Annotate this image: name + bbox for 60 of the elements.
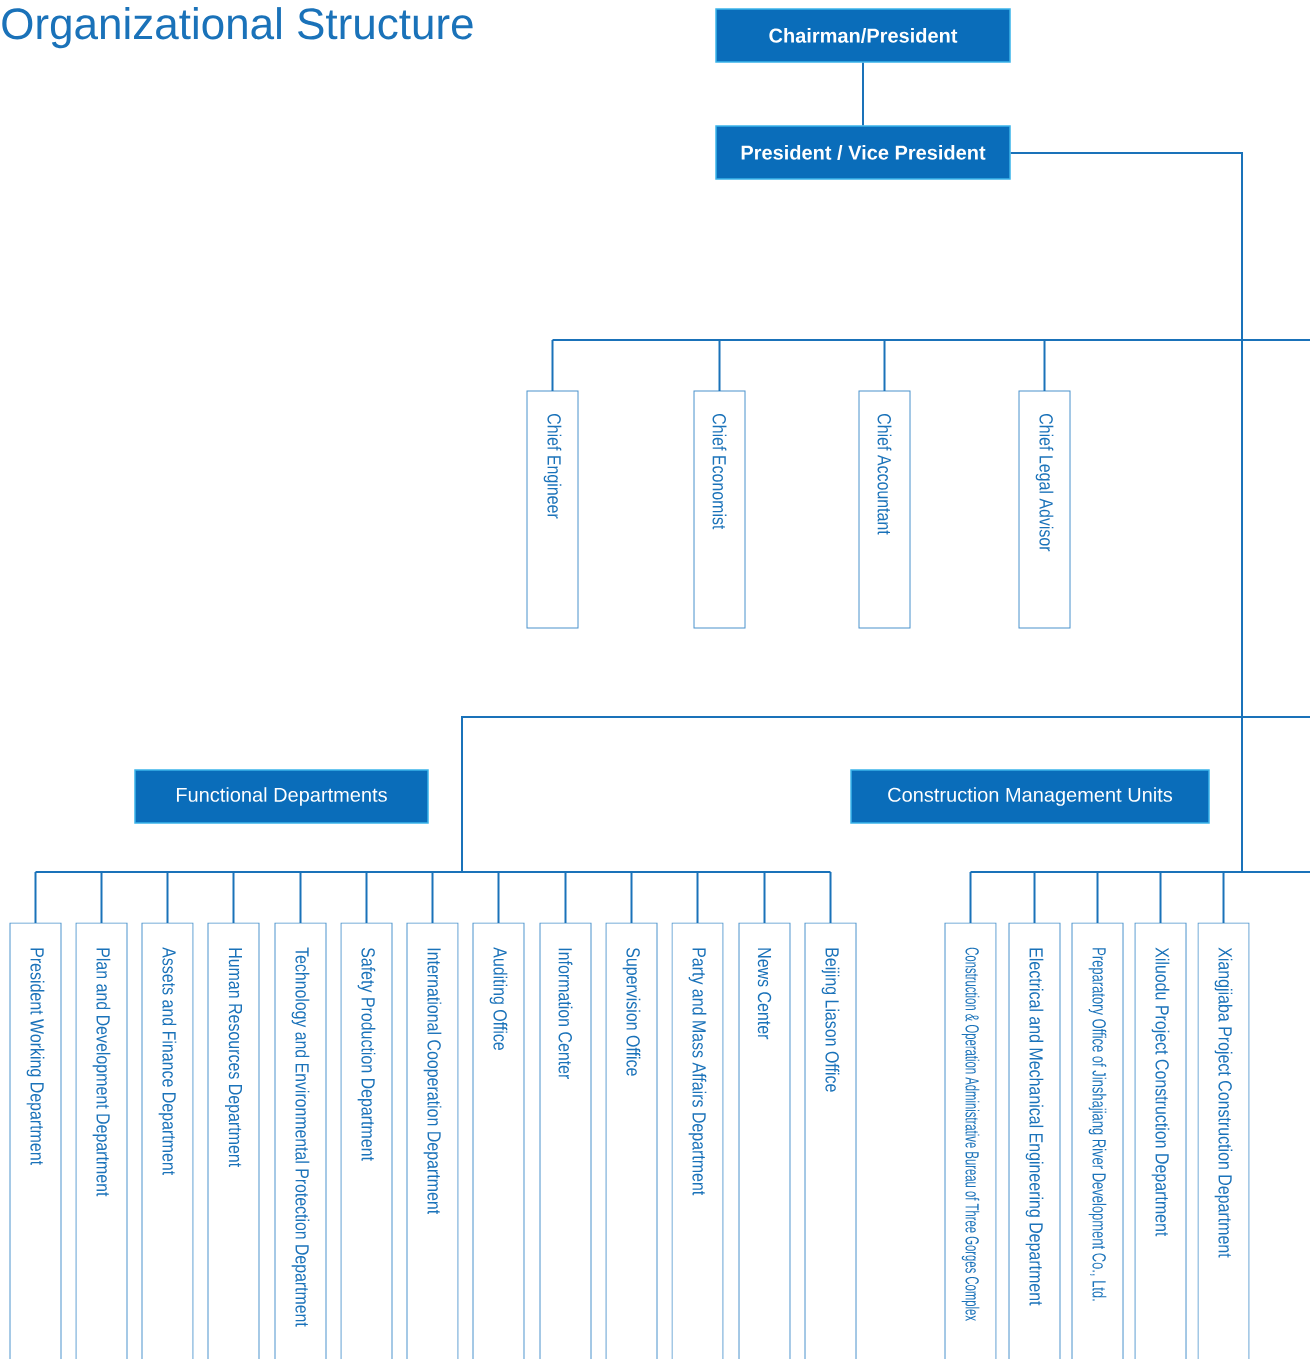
connector-line <box>365 871 368 924</box>
vertical-box: Party and Mass Affairs Department <box>671 922 724 1359</box>
vertical-box: Preparatory Office of Jinshajiang River Development Co., Ltd. <box>1071 922 1124 1359</box>
vertical-box: Electrical and Mechanical Engineering Department <box>1008 922 1061 1359</box>
connector-line <box>551 339 554 392</box>
connector-line <box>497 871 500 924</box>
vertical-box: Chief Engineer <box>526 390 579 629</box>
title-box: President / Vice President <box>715 125 1011 180</box>
connector-line <box>34 871 37 924</box>
vertical-box: Human Resources Department <box>207 922 260 1359</box>
connector-line <box>1159 871 1162 924</box>
vertical-box: Assets and Finance Department <box>141 922 194 1359</box>
connector-line <box>166 871 169 924</box>
connector-line <box>299 871 302 924</box>
connector-line <box>431 871 434 924</box>
connector-line <box>564 871 567 924</box>
vertical-box: International Cooperation Department <box>406 922 459 1359</box>
connector-line <box>1241 339 1310 341</box>
connector-line <box>461 716 1243 873</box>
connector-line <box>551 339 1243 341</box>
connector-line <box>1009 152 1243 341</box>
connector-line <box>1043 339 1046 392</box>
vertical-box: Chief Legal Advisor <box>1018 390 1071 629</box>
vertical-box: Auditing Office <box>472 922 525 1359</box>
connector-line <box>969 871 1243 873</box>
vertical-box: Beijing Liason Office <box>804 922 857 1359</box>
vertical-box: Safety Production Department <box>340 922 393 1359</box>
vertical-box: Xiluodu Project Construction Department <box>1134 922 1187 1359</box>
vertical-box: Technology and Environmental Protection Department <box>274 922 327 1359</box>
connector-line <box>1241 716 1243 873</box>
connector-line <box>862 61 864 127</box>
connector-line <box>1096 871 1099 924</box>
connector-line <box>829 871 832 924</box>
connector-line <box>630 871 633 924</box>
group-heading-box: Functional Departments <box>134 769 429 824</box>
connector-line <box>34 871 832 873</box>
group-heading-box: Construction Management Units <box>850 769 1210 824</box>
vertical-box: News Center <box>738 922 791 1359</box>
connector-line <box>1222 871 1225 924</box>
vertical-box: Chief Economist <box>693 390 746 629</box>
vertical-box: Plan and Development Department <box>75 922 128 1359</box>
connector-line <box>763 871 766 924</box>
connector-line <box>100 871 103 924</box>
vertical-box: President Working Department <box>9 922 62 1359</box>
page-title: Organizational Structure <box>2 7 473 49</box>
connector-line <box>718 339 721 392</box>
connector-line <box>696 871 699 924</box>
connector-line <box>232 871 235 924</box>
connector-line <box>1241 716 1310 718</box>
vertical-box: Information Center <box>539 922 592 1359</box>
connector-line <box>1241 339 1243 718</box>
connector-line <box>969 871 972 924</box>
vertical-box: Chief Accountant <box>858 390 911 629</box>
connector-line <box>1033 871 1036 924</box>
connector-line <box>1241 871 1310 873</box>
vertical-box: Construction & Operation Administrative Bureau of Three Gorges Complex <box>944 922 997 1359</box>
title-box: Chairman/President <box>715 8 1011 63</box>
connector-line <box>883 339 886 392</box>
vertical-box: Supervision Office <box>605 922 658 1359</box>
vertical-box: Xiangjiaba Project Construction Department <box>1197 922 1250 1359</box>
